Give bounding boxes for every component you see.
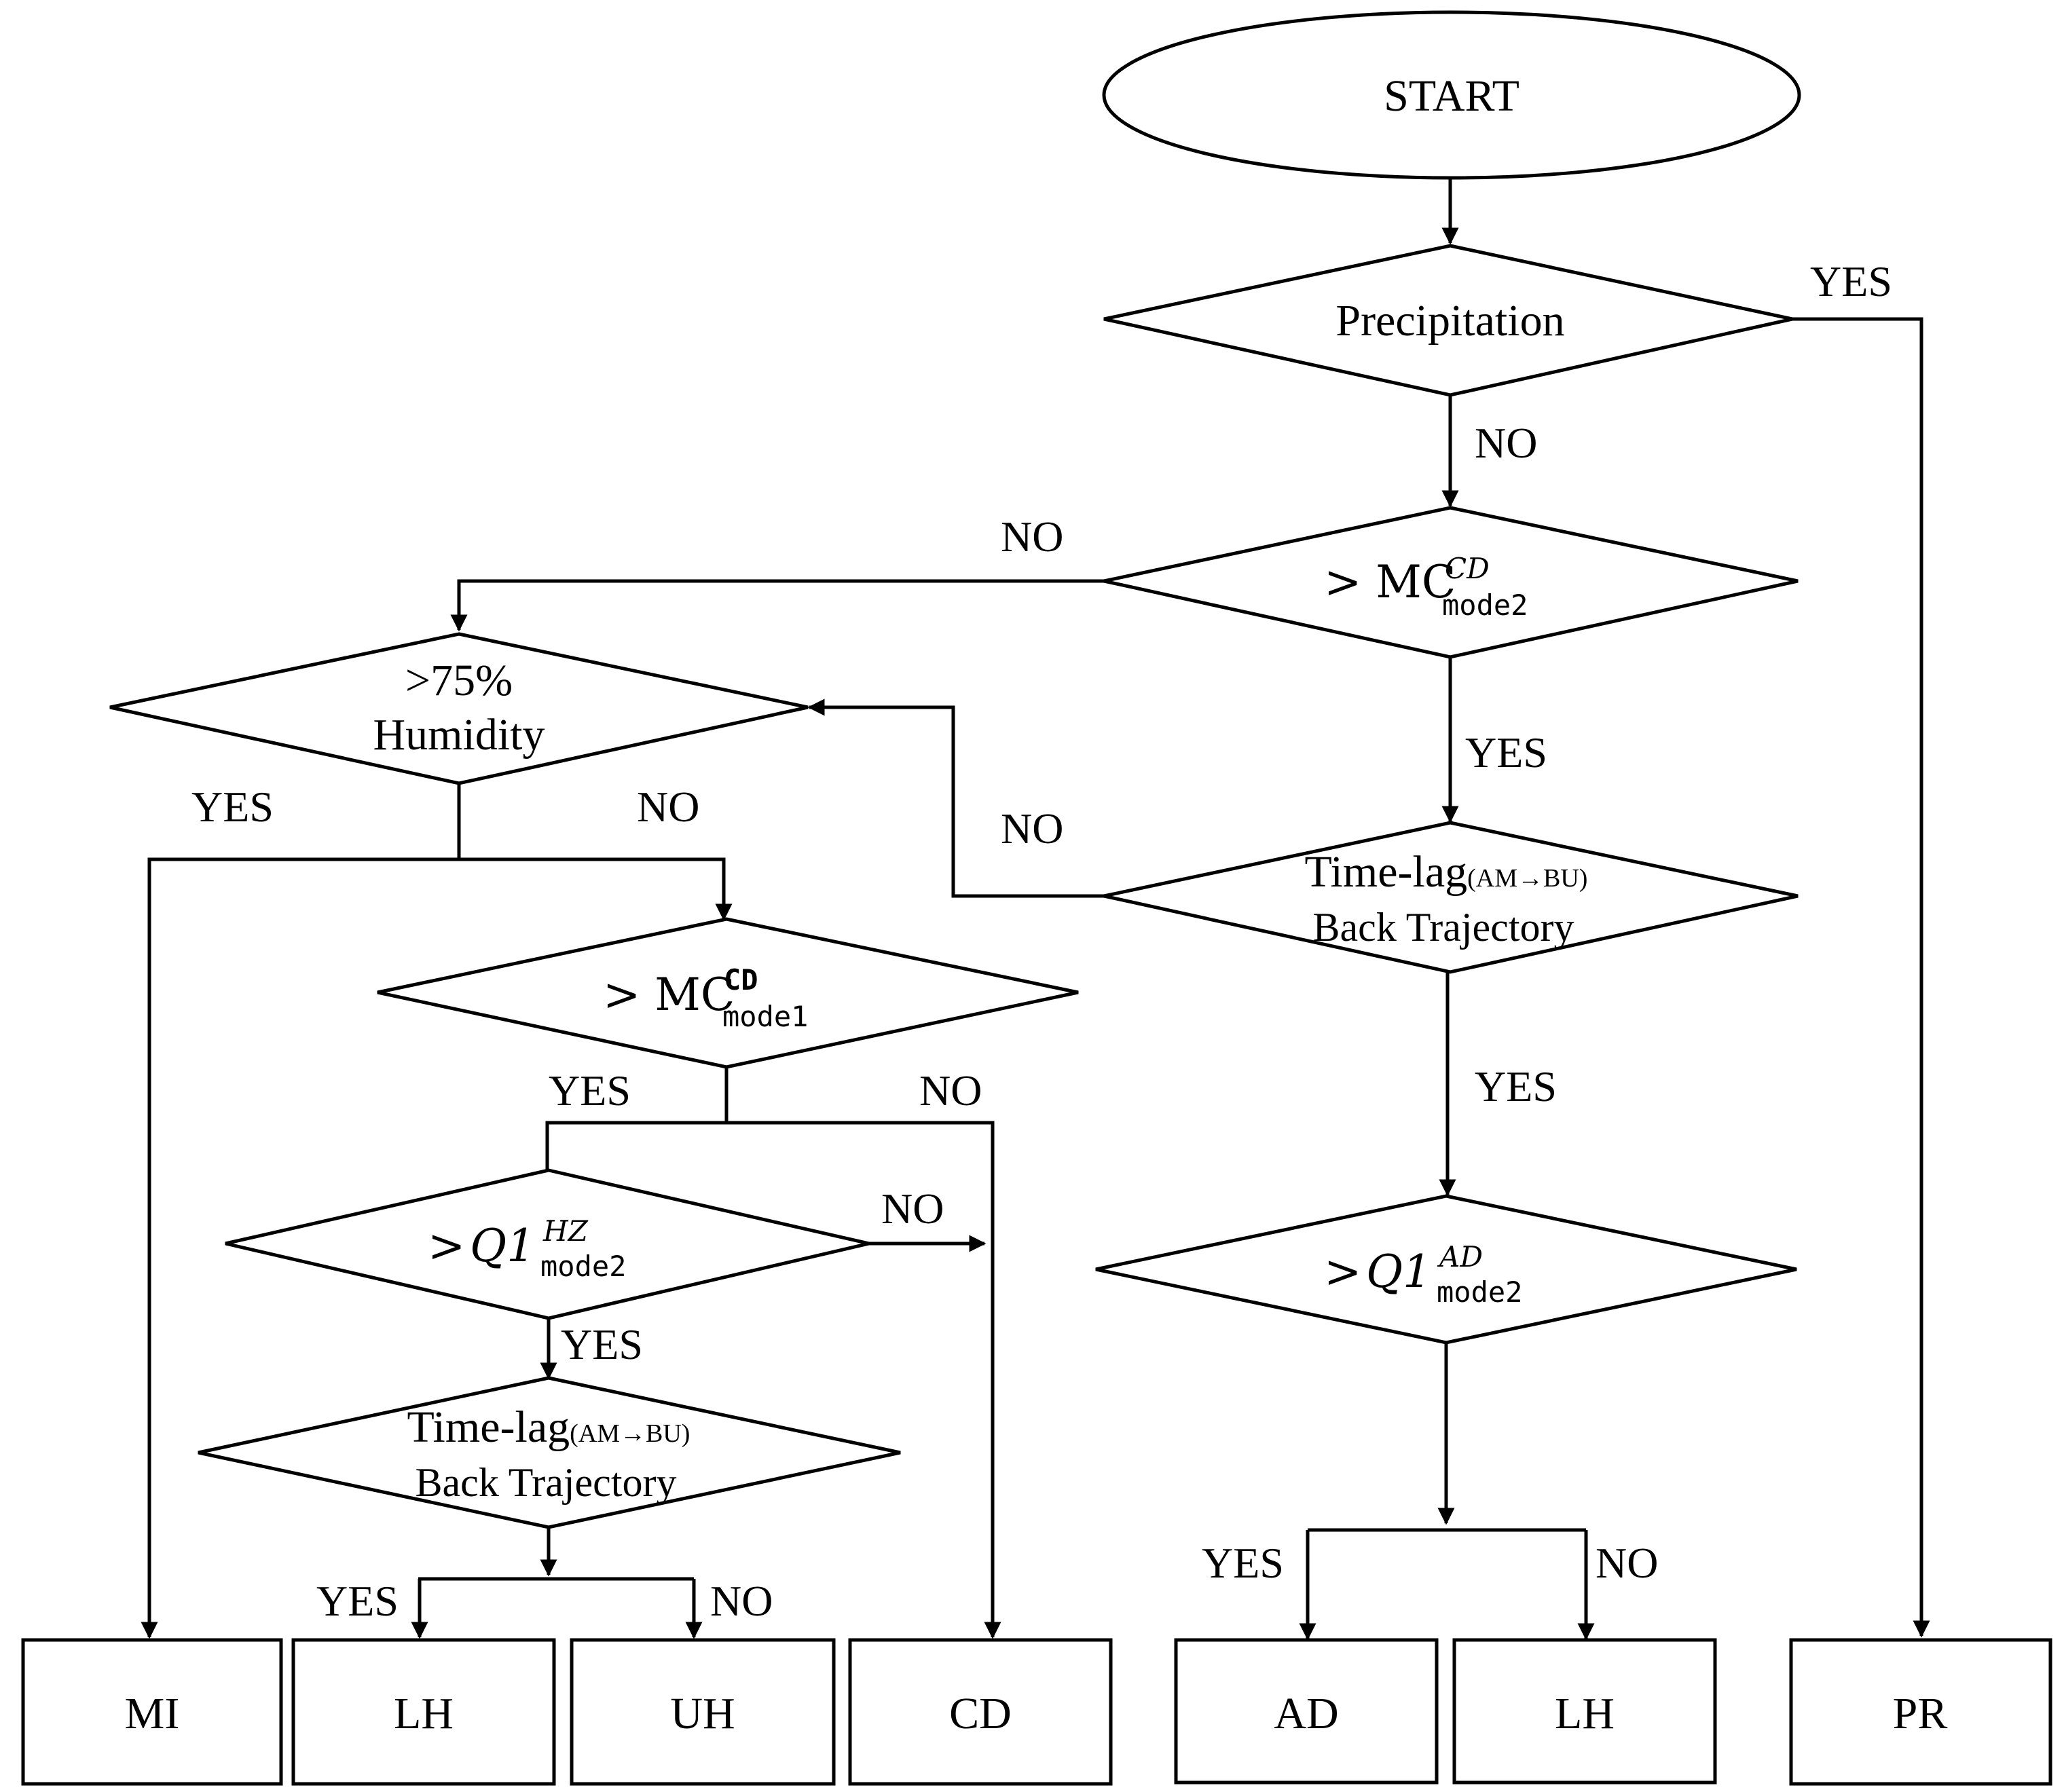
q1-hz-mode2-decision: > Q1 HZ mode2 <box>225 1168 870 1320</box>
label-timelag-right-no: NO <box>1001 804 1063 853</box>
label-mc2-no: NO <box>1001 512 1063 561</box>
label-q1ad-yes: YES <box>1202 1539 1284 1587</box>
label-mc1-no: NO <box>919 1066 982 1115</box>
label-humidity-no: NO <box>637 783 699 831</box>
mc-cd-mode1-prefix: > MC <box>603 969 735 1021</box>
label-precip-no: NO <box>1475 419 1537 467</box>
mc-cd-mode1-decision: > MC CD mode1 <box>377 917 1079 1069</box>
outcome-lh-left-label: LH <box>394 1689 454 1738</box>
precipitation-label: Precipitation <box>1335 296 1564 346</box>
q1-ad-mode2-decision: > Q1 AD mode2 <box>1095 1194 1797 1345</box>
timelag-right-diamond <box>1103 821 1799 974</box>
q1-ad-mode2-prefix: > <box>1324 1246 1361 1298</box>
timelag-left-diamond <box>198 1376 901 1529</box>
label-q1hz-no: NO <box>881 1184 944 1233</box>
humidity-decision: >75% Humidity <box>109 632 809 785</box>
timelag-right-line2: Back Trajectory <box>1313 905 1574 950</box>
mc-cd-mode2-sub: mode2 <box>1442 589 1528 622</box>
label-humidity-yes: YES <box>191 783 274 831</box>
label-timelag-left-yes: YES <box>316 1577 399 1625</box>
timelag-left-line1: Time-lag(AM→BU) <box>407 1402 690 1452</box>
outcome-ad-label: AD <box>1274 1689 1338 1738</box>
timelag-right-line1: Time-lag(AM→BU) <box>1305 847 1588 897</box>
timelag-left-line2: Back Trajectory <box>416 1460 677 1505</box>
mc-cd-mode1-sub: mode1 <box>722 1000 808 1033</box>
timelag-right-qualifier: (AM→BU) <box>1467 864 1587 893</box>
outcome-boxes: MI LH UH CD AD LH PR <box>21 1638 2052 1786</box>
edge-humidity-yes <box>141 857 459 1639</box>
mc-cd-mode2-sup: CD <box>1445 552 1490 585</box>
timelag-left-decision: Time-lag(AM→BU) Back Trajectory <box>198 1376 901 1529</box>
edge-mc1-yes <box>545 1121 726 1170</box>
outcome-ad-box <box>1174 1638 1439 1785</box>
mc-cd-mode2-diamond <box>1103 506 1799 659</box>
outcome-pr-box <box>1789 1638 2052 1786</box>
edge-precipitation-yes <box>1792 317 1930 1638</box>
humidity-line2: Humidity <box>373 710 545 760</box>
precipitation-decision: Precipitation <box>1103 244 1793 397</box>
q1-hz-mode2-var: Q1 <box>470 1220 535 1272</box>
edge-mc2-no <box>450 579 1104 632</box>
q1-hz-mode2-prefix: > <box>428 1220 465 1272</box>
mc-cd-mode1-sup: CD <box>724 963 758 996</box>
timelag-left-main: Time-lag <box>407 1402 570 1452</box>
outcome-lh-right-label: LH <box>1555 1689 1615 1738</box>
q1-hz-mode2-sup: HZ <box>542 1214 589 1248</box>
timelag-right-decision: Time-lag(AM→BU) Back Trajectory <box>1103 821 1799 974</box>
label-precip-yes: YES <box>1810 257 1892 305</box>
outcome-uh-box <box>570 1638 836 1786</box>
label-timelag-left-no: NO <box>710 1577 773 1625</box>
outcome-lh-left-box <box>291 1638 556 1786</box>
mc-cd-mode2-prefix: > MC <box>1324 556 1456 608</box>
outcome-pr-label: PR <box>1893 1689 1948 1738</box>
start-ellipse <box>1102 10 1801 180</box>
q1-hz-mode2-diamond <box>225 1168 870 1320</box>
label-mc2-yes: YES <box>1465 728 1547 777</box>
edge-timelag-right-no <box>807 698 1104 898</box>
label-q1hz-yes: YES <box>561 1320 643 1368</box>
q1-ad-mode2-sub: mode2 <box>1437 1275 1522 1309</box>
outcome-uh-label: UH <box>670 1689 735 1738</box>
edge-labels: YES NO NO YES NO YES YES NO YES NO NO YE… <box>191 257 1892 1625</box>
precipitation-diamond <box>1103 244 1793 397</box>
label-timelag-right-yes: YES <box>1475 1062 1557 1110</box>
outcome-mi-box <box>21 1638 283 1786</box>
outcome-cd-label: CD <box>949 1689 1012 1738</box>
start-node: START <box>1102 10 1801 180</box>
q1-hz-mode2-sub: mode2 <box>540 1250 626 1283</box>
outcome-mi-label: MI <box>125 1689 180 1738</box>
connectors <box>141 178 1930 1641</box>
start-label: START <box>1384 71 1519 121</box>
mc-cd-mode2-decision: > MC CD mode2 <box>1103 506 1799 659</box>
timelag-left-qualifier: (AM→BU) <box>570 1419 690 1448</box>
humidity-line1: >75% <box>405 656 513 705</box>
q1-ad-mode2-diamond <box>1095 1194 1797 1345</box>
q1-ad-mode2-var: Q1 <box>1366 1246 1431 1298</box>
label-q1ad-no: NO <box>1596 1539 1658 1587</box>
humidity-diamond <box>109 632 809 785</box>
q1-ad-mode2-sup: AD <box>1437 1240 1483 1273</box>
outcome-lh-right-box <box>1452 1638 1717 1785</box>
edge-humidity-no <box>459 857 733 921</box>
edge-mc1-no <box>726 1121 1001 1639</box>
outcome-cd-box <box>848 1638 1113 1786</box>
label-mc1-yes: YES <box>549 1066 631 1115</box>
timelag-right-main: Time-lag <box>1305 847 1468 897</box>
mc-cd-mode1-diamond <box>377 917 1079 1069</box>
